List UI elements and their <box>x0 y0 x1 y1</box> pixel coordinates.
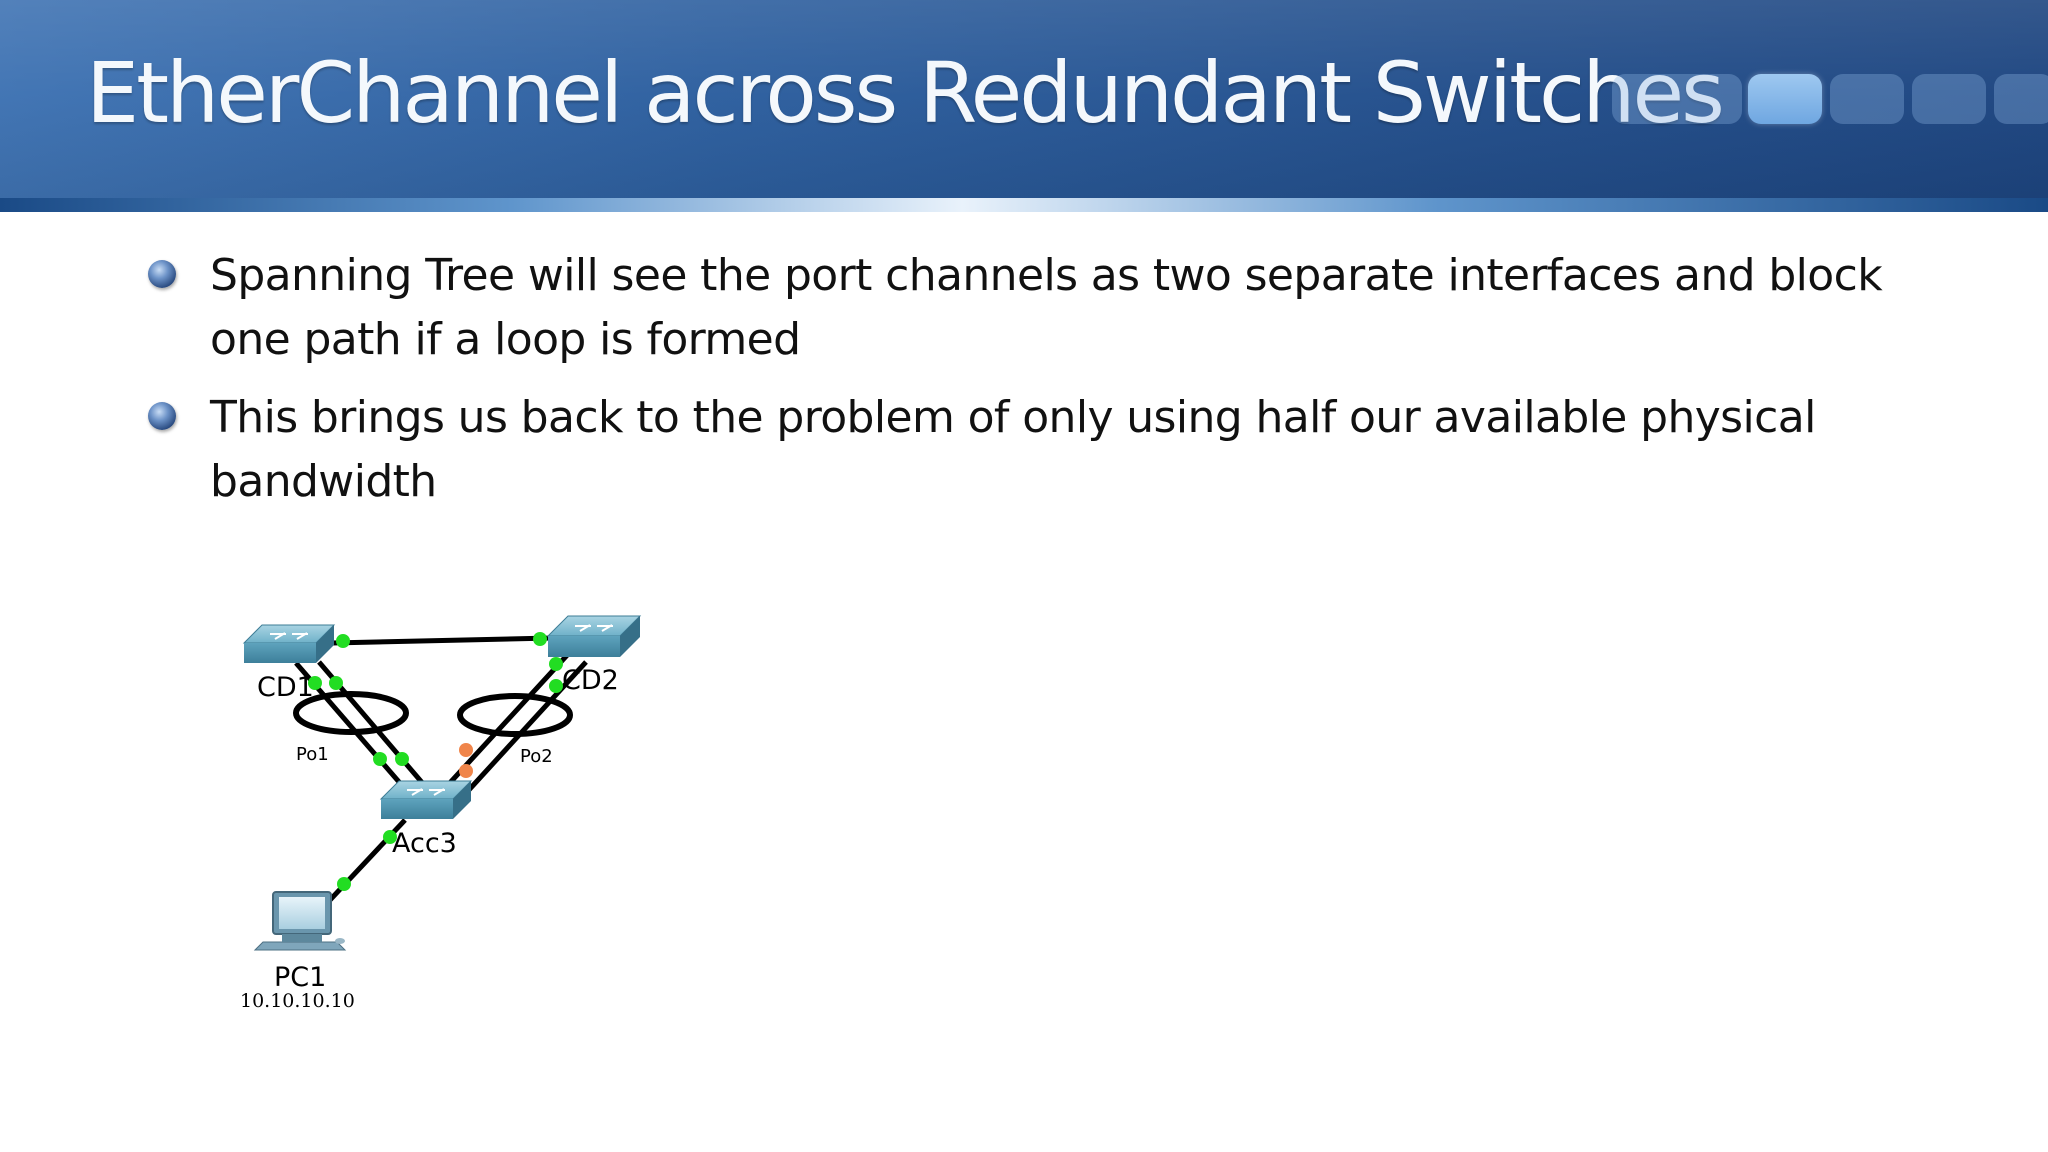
header-decoration-pill <box>1612 74 1742 124</box>
header-decoration-pill <box>1830 74 1904 124</box>
link-cd2-acc3-b <box>465 660 588 794</box>
node-label-acc3: Acc3 <box>392 828 457 859</box>
port-blocked-light <box>459 764 473 778</box>
header-decoration-pill <box>1912 74 1986 124</box>
bullet-sphere-icon <box>148 402 176 430</box>
port-channel-label-po1: Po1 <box>296 744 329 765</box>
node-label-pc1: PC1 <box>274 962 326 993</box>
node-ip-label-pc1: 10.10.10.10 <box>240 990 355 1012</box>
bullet-item: This brings us back to the problem of on… <box>148 386 1928 514</box>
port-channel-po2-ring <box>457 693 573 737</box>
port-status-light <box>533 632 547 646</box>
node-label-cd1: CD1 <box>257 672 314 703</box>
link-cd2-acc3-a <box>445 650 572 788</box>
node-label-cd2: CD2 <box>562 665 619 696</box>
pc-computer-icon <box>253 891 347 951</box>
header-divider-band <box>0 198 2048 212</box>
switch-cd1-icon <box>242 624 336 663</box>
link-cd1-cd2 <box>331 635 553 646</box>
port-status-light <box>549 657 563 671</box>
port-channel-label-po2: Po2 <box>520 746 553 767</box>
port-blocked-light <box>459 743 473 757</box>
port-status-light <box>308 676 322 690</box>
port-channel-po1-ring <box>293 691 409 735</box>
port-status-light <box>373 752 387 766</box>
port-status-light <box>337 877 351 891</box>
bullet-text: This brings us back to the problem of on… <box>210 392 1816 507</box>
bullet-item: Spanning Tree will see the port channels… <box>148 244 1928 372</box>
switch-acc3-icon <box>379 780 473 819</box>
switch-cd2-icon <box>546 615 642 657</box>
port-status-light <box>395 752 409 766</box>
slide-header: EtherChannel across Redundant Switches <box>0 0 2048 212</box>
port-status-light <box>336 634 350 648</box>
bullet-text: Spanning Tree will see the port channels… <box>210 250 1883 365</box>
port-status-light <box>383 830 397 844</box>
bullet-sphere-icon <box>148 260 176 288</box>
slide-title: EtherChannel across Redundant Switches <box>86 44 1725 142</box>
header-decoration-pill <box>1994 74 2048 124</box>
port-status-light <box>549 679 563 693</box>
bullet-list: Spanning Tree will see the port channels… <box>148 244 1928 528</box>
port-status-light <box>329 676 343 690</box>
header-decoration-pill-active <box>1748 74 1822 124</box>
